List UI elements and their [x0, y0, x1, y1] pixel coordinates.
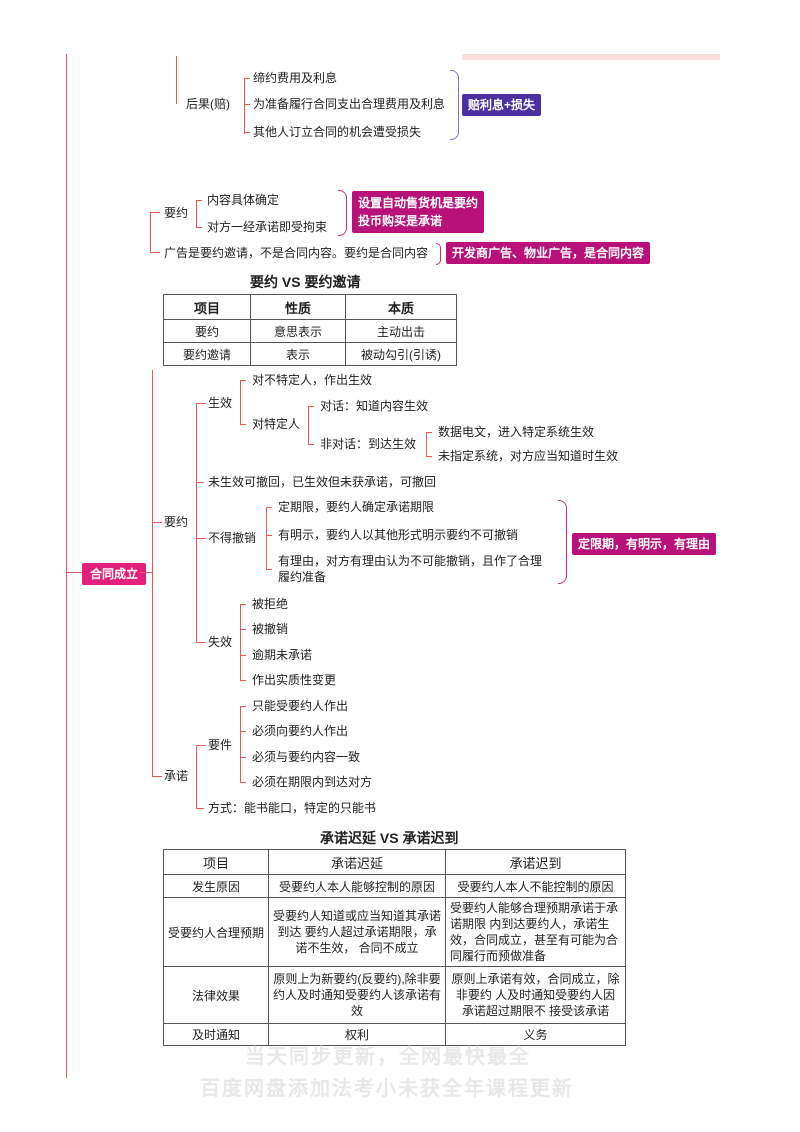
- table2-cell: 发生原因: [163, 874, 269, 898]
- table2-cell: 受要约人合理预期: [163, 897, 269, 967]
- vending-tag-line1: 设置自动售货机是要约: [358, 196, 479, 210]
- table2-cell: 原则上为新要约(反要约),除非要 约人及时通知受要约人该承诺有效: [268, 966, 446, 1024]
- irrevocable-item3-line2: 履约准备: [278, 570, 327, 584]
- irrevocable-item3-line1: 有理由，对方有理由认为不可能撤销，且作了合理: [278, 554, 543, 568]
- table1-header: 性质: [250, 294, 346, 320]
- invalid-item: 被撤销: [252, 622, 289, 636]
- invalid-item: 作出实质性变更: [252, 673, 337, 687]
- table2-cell: 法律效果: [163, 966, 269, 1024]
- offer-top-item: 对方一经承诺即受拘束: [207, 220, 328, 234]
- offer-connector: [196, 403, 197, 643]
- table1-header: 本质: [345, 294, 457, 320]
- offer-top-bracket: [338, 190, 347, 236]
- ad-tag: 开发商广告、物业广告，是合同内容: [446, 242, 651, 264]
- table1-cell: 要约: [163, 319, 251, 343]
- consequence-summary-bracket: [450, 70, 459, 140]
- acceptance-label: 承诺: [164, 769, 189, 783]
- ad-text: 广告是要约邀请，不是合同内容。要约是合同内容: [164, 246, 429, 260]
- elements-item: 只能受要约人作出: [252, 699, 349, 713]
- delay-vs-late-table: 项目 承诺迟延 承诺迟到 发生原因 受要约人本人能够控制的原因 受要约人本人不能…: [163, 849, 626, 1046]
- watermark-line2: 百度网盘添加法考小未获全年课程更新: [200, 1078, 574, 1100]
- watermark-line1: 当天同步更新，全网最快最全: [245, 1046, 531, 1068]
- revoke-text: 未生效可撤回，已生效但未获承诺，可撤回: [208, 475, 437, 489]
- effect-label: 生效: [208, 396, 233, 410]
- effect-specific: 对特定人: [252, 417, 301, 431]
- table2-cell: 及时通知: [163, 1023, 269, 1046]
- table1-cell: 表示: [250, 342, 346, 366]
- root-connector: [152, 370, 153, 776]
- table2-cell: 受要约人能够合理预期承诺于承诺期限 内到达要约人，承诺生效，合同成立，甚至有可能…: [445, 897, 626, 967]
- irrevocable-bracket: [558, 500, 567, 584]
- effect-data1: 数据电文，进入特定系统生效: [438, 425, 595, 439]
- table2-cell: 受要约人本人不能控制的原因: [445, 874, 626, 898]
- table2-header: 承诺迟到: [445, 849, 626, 875]
- offer-top-item: 内容具体确定: [207, 193, 280, 207]
- effect-nondialog: 非对话：到达生效: [320, 437, 417, 451]
- invalid-label: 失效: [208, 635, 233, 649]
- vending-machine-tag: 设置自动售货机是要约 投币购买是承诺: [352, 191, 485, 233]
- table2-header: 承诺迟延: [268, 849, 446, 875]
- consequence-item: 为准备履行合同支出合理费用及利息: [253, 97, 446, 111]
- consequence-item: 缔约费用及利息: [253, 71, 338, 85]
- elements-item: 必须向要约人作出: [252, 724, 349, 738]
- elements-label: 要件: [208, 738, 233, 752]
- table2-cell: 受要约人知道或应当知道其承诺到达 要约人超过承诺期限，承诺不生效， 合同不成立: [268, 897, 446, 967]
- irrevocable-tag: 定限期，有明示，有理由: [572, 533, 717, 555]
- table2-header: 项目: [163, 849, 269, 875]
- effect-nonspecific: 对不特定人，作出生效: [252, 373, 373, 387]
- table2-cell: 受要约人本人能够控制的原因: [268, 874, 446, 898]
- table1-header: 项目: [163, 294, 251, 320]
- acceptance-method: 方式：能书能口，特定的只能书: [208, 801, 377, 815]
- table2-title: 承诺迟延 VS 承诺迟到: [320, 830, 459, 846]
- table1-title: 要约 VS 要约邀请: [250, 274, 361, 290]
- table1-cell: 意思表示: [250, 319, 346, 343]
- main-spine: [66, 54, 67, 1078]
- vending-tag-line2: 投币购买是承诺: [358, 214, 443, 228]
- table1-cell: 被动勾引(引诱): [345, 342, 457, 366]
- consequence-tag: 赔利息+损失: [462, 94, 542, 116]
- effect-data2: 未指定系统，对方应当知道时生效: [438, 449, 619, 463]
- elements-item: 必须与要约内容一致: [252, 750, 361, 764]
- irrevocable-label: 不得撤销: [208, 531, 257, 545]
- consequence-connector: [176, 56, 177, 104]
- irrevocable-item: 定期限，要约人确定承诺期限: [278, 500, 435, 514]
- offer-label: 要约: [164, 515, 189, 529]
- offer-vs-invitation-table: 项目 性质 本质 要约 意思表示 主动出击 要约邀请 表示 被动勾引(引诱): [163, 294, 457, 366]
- invalid-item: 被拒绝: [252, 597, 289, 611]
- root-node: 合同成立: [82, 563, 147, 585]
- consequence-bracket: [244, 78, 245, 134]
- effect-dialog: 对话：知道内容生效: [320, 399, 429, 413]
- table2-cell: 义务: [445, 1023, 626, 1046]
- table1-cell: 主动出击: [345, 319, 457, 343]
- irrevocable-item: 有明示，要约人以其他形式明示要约不可撤销: [278, 528, 519, 542]
- top-highlight-bar: [462, 54, 720, 60]
- offer-top-label: 要约: [164, 206, 189, 220]
- table1-cell: 要约邀请: [163, 342, 251, 366]
- invalid-item: 逾期未承诺: [252, 648, 313, 662]
- table2-cell: 原则上承诺有效，合同成立，除非要约 人及时通知受要约人因承诺超过期限不 接受该承…: [445, 966, 626, 1024]
- elements-item: 必须在期限内到达对方: [252, 775, 373, 789]
- consequence-label: 后果(赔): [186, 97, 230, 111]
- consequence-item: 其他人订立合同的机会遭受损失: [253, 125, 422, 139]
